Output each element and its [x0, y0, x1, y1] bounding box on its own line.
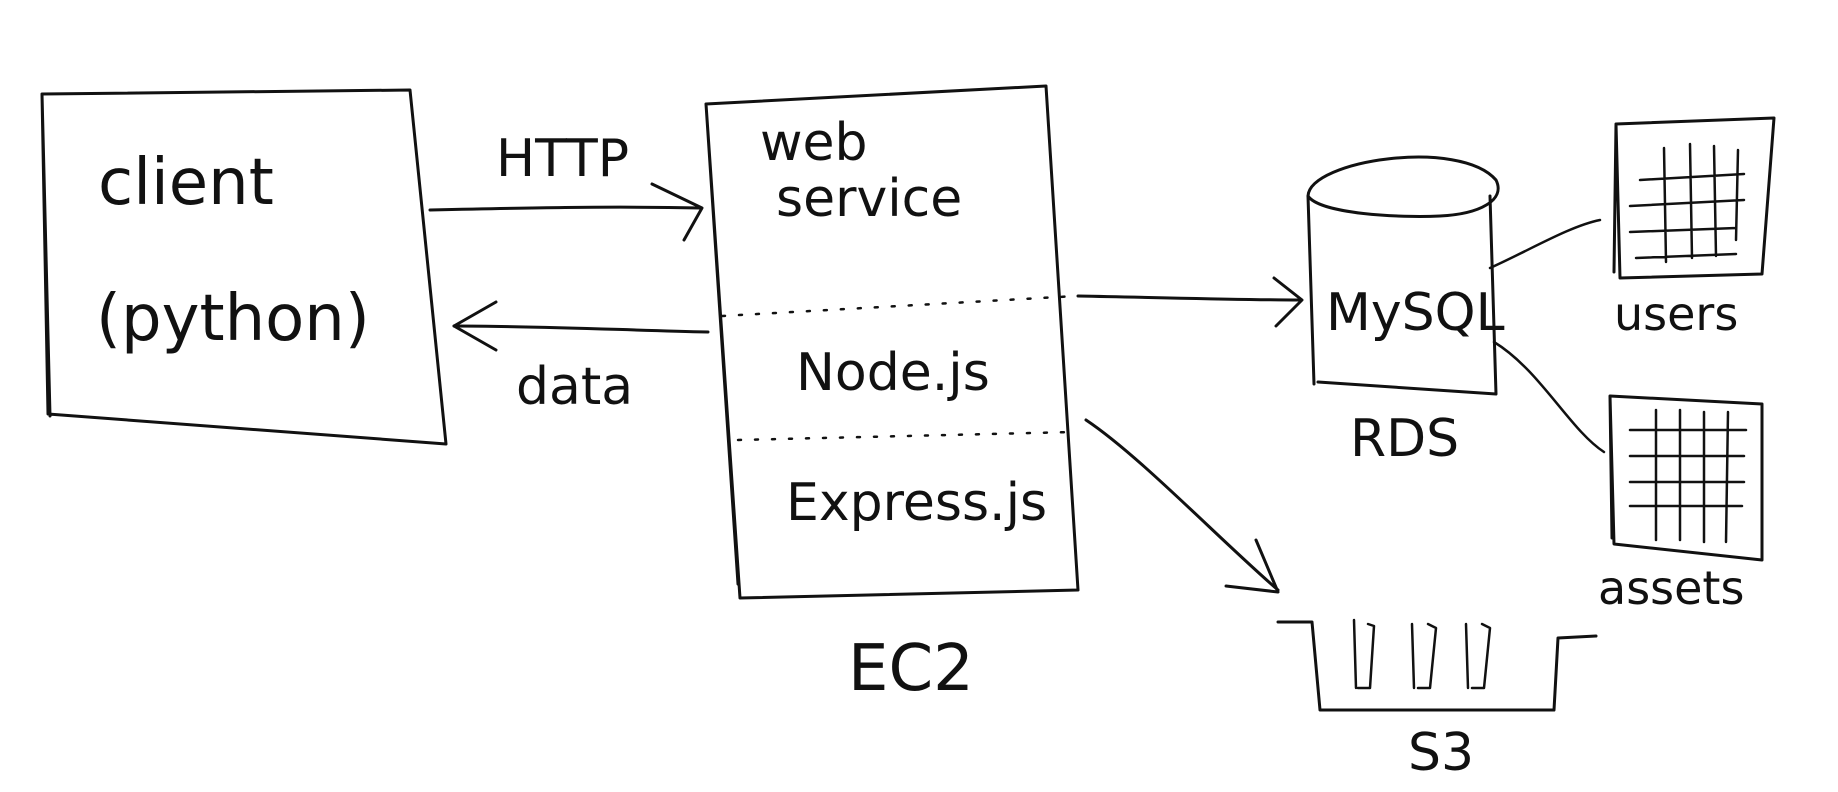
rds-to-users-connector — [1488, 218, 1602, 270]
assets-table-label: assets — [1598, 561, 1744, 615]
ec2-caption: EC2 — [848, 632, 974, 706]
data-response-edge: data — [452, 300, 710, 417]
client-language-label: (python) — [96, 282, 370, 356]
users-table: users — [1612, 116, 1776, 341]
rds-node: MySQL RDS — [1306, 155, 1505, 469]
rds-to-assets-connector — [1492, 340, 1606, 454]
data-arrow-line — [452, 324, 710, 334]
s3-arrow-head — [1224, 538, 1280, 594]
users-table-label: users — [1614, 287, 1738, 341]
mysql-cylinder — [1306, 155, 1500, 396]
data-label: data — [516, 357, 633, 417]
users-table-grid — [1628, 142, 1746, 264]
ec2-layer-nodejs: Node.js — [796, 343, 990, 403]
data-arrow-head — [452, 300, 498, 352]
http-arrow-line — [428, 205, 702, 212]
ec2-box — [704, 84, 1080, 600]
s3-node: S3 — [1276, 618, 1598, 783]
rds-arrow-head — [1272, 276, 1304, 328]
ec2-layer-web-line1: web — [760, 113, 868, 173]
ec2-layer-divider-2 — [736, 430, 1076, 442]
http-label: HTTP — [496, 129, 629, 189]
ec2-layer-expressjs: Express.js — [786, 473, 1047, 533]
s3-arrow-line — [1084, 418, 1280, 592]
ec2-to-rds-edge — [1076, 276, 1304, 328]
ec2-layer-divider-1 — [720, 294, 1078, 318]
rds-arrow-line — [1076, 294, 1302, 302]
mysql-label: MySQL — [1326, 283, 1505, 343]
s3-caption: S3 — [1408, 723, 1474, 783]
s3-objects — [1352, 618, 1492, 690]
client-box — [40, 88, 448, 446]
ec2-node: web service Node.js Express.js EC2 — [704, 84, 1080, 706]
assets-table-grid — [1628, 408, 1748, 544]
users-table-frame — [1612, 116, 1776, 280]
client-node: client (python) — [40, 88, 448, 446]
http-request-edge: HTTP — [428, 129, 704, 242]
assets-table: assets — [1598, 394, 1764, 615]
client-label: client — [98, 146, 274, 220]
rds-caption: RDS — [1350, 409, 1459, 469]
s3-bucket — [1276, 620, 1598, 712]
http-arrow-head — [650, 182, 704, 242]
ec2-layer-web-line2: service — [776, 169, 962, 229]
ec2-to-s3-edge — [1084, 418, 1280, 594]
assets-table-frame — [1608, 394, 1764, 562]
